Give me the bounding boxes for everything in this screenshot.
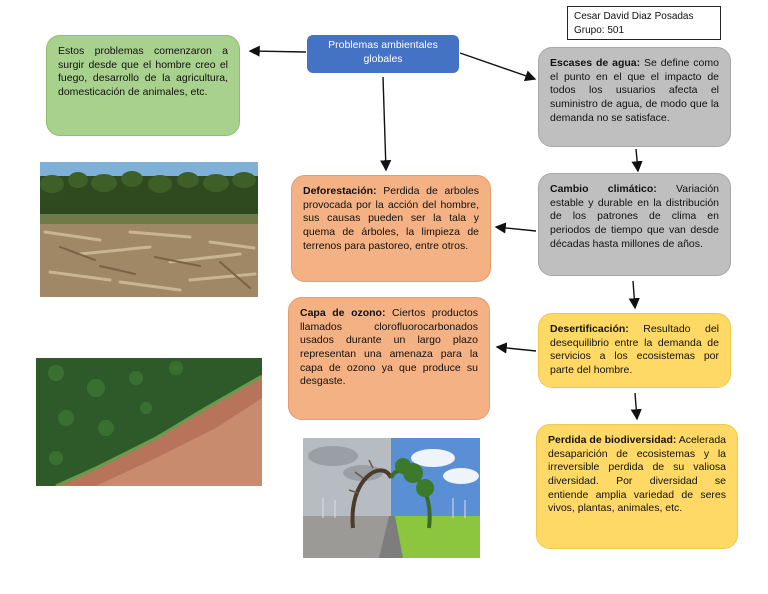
deforestacion-label: Deforestación: — [303, 185, 377, 197]
ozono-label: Capa de ozono: — [300, 307, 386, 319]
deforestacion-node: Deforestación: Perdida de arboles provoc… — [291, 175, 491, 282]
origin-text: Estos problemas comenzaron a surgir desd… — [58, 45, 228, 98]
desertificacion-label: Desertificación: — [550, 323, 629, 335]
arrow-desertificacion-to-ozono — [495, 342, 537, 354]
ozono-node: Capa de ozono: Ciertos productos llamado… — [288, 297, 490, 420]
biodiversidad-text: Acelerada desaparición de ecosistemas y … — [548, 434, 726, 515]
clima-node: Cambio climático: Variación estable y du… — [538, 173, 731, 276]
arrow-desertificacion-to-biodiversidad — [630, 392, 642, 421]
arrow-agua-to-clima — [631, 148, 643, 173]
deforestacion-text: Perdida de arboles provocada por la acci… — [303, 185, 479, 252]
arrow-title-to-origin — [248, 45, 307, 57]
ozono-text: Ciertos productos llamados clorofluoroca… — [300, 307, 478, 388]
author-name: Cesar David Diaz Posadas — [574, 11, 694, 22]
clima-text: Variación estable y durable en la distri… — [550, 183, 719, 250]
arrow-clima-to-desertificacion — [628, 280, 640, 310]
agua-text: Se define como el punto en el que el imp… — [550, 57, 719, 124]
author-box: Cesar David Diaz Posadas Grupo: 501 — [567, 6, 721, 40]
biodiversidad-label: Perdida de biodiversidad: — [548, 434, 677, 446]
biodiversidad-node: Perdida de biodiversidad: Acelerada desa… — [536, 424, 738, 549]
deforestation-photo — [40, 162, 258, 297]
arrow-clima-to-deforestacion — [494, 222, 537, 234]
desertificacion-text: Resultado del desequilibrio entre la dem… — [550, 323, 719, 376]
arrow-title-to-agua — [459, 52, 537, 82]
desertificacion-node: Desertificación: Resultado del desequili… — [538, 313, 731, 388]
author-group: Grupo: 501 — [574, 24, 625, 36]
aerial-deforestation-photo — [36, 358, 262, 486]
arrow-title-to-deforestacion — [380, 76, 392, 172]
clima-label: Cambio climático: — [550, 183, 657, 195]
climate-contrast-photo — [303, 438, 480, 558]
agua-label: Escases de agua: — [550, 57, 641, 69]
origin-node: Estos problemas comenzaron a surgir desd… — [46, 35, 240, 136]
agua-node: Escases de agua: Se define como el punto… — [538, 47, 731, 147]
title-node: Problemas ambientales globales — [307, 35, 459, 73]
